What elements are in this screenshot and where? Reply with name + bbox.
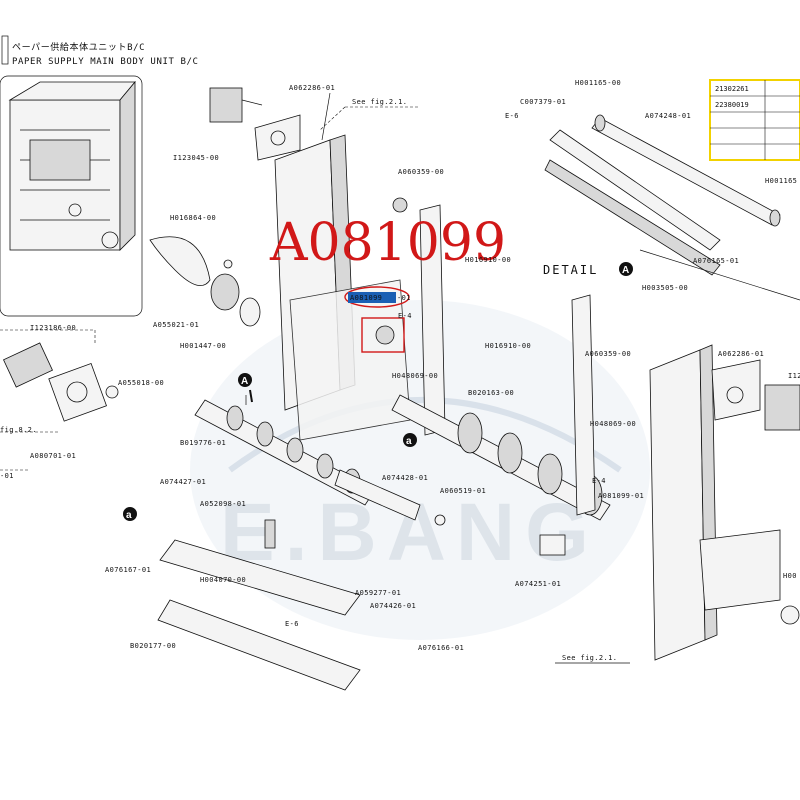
- header-bracket: [1, 35, 9, 65]
- detail-marker-circle: [619, 262, 633, 276]
- label-a074248: A074248-01: [645, 112, 691, 120]
- marker-A-letter: A: [241, 376, 248, 387]
- label-i123045: I123045-00: [173, 154, 219, 162]
- label-h048069-top: H048069-00: [392, 372, 438, 380]
- label-a074427: A074427-01: [160, 478, 206, 486]
- top-motor: [209, 87, 301, 161]
- marker-a-left-letter: a: [126, 510, 132, 521]
- header-english-title: PAPER SUPPLY MAIN BODY UNIT B/C: [12, 57, 199, 67]
- label-a081099-suffix: -01: [397, 294, 411, 302]
- label-h016910-top: H016910-00: [465, 256, 511, 264]
- detail-label: DETAIL: [543, 263, 598, 277]
- overview-inset-frame: [0, 75, 143, 317]
- detail-a-frame: [571, 294, 800, 661]
- label-a055018: A055018-00: [118, 379, 164, 387]
- label-b019776: B019776-01: [180, 439, 226, 447]
- label-a062286-right: A062286-01: [718, 350, 764, 358]
- label-e4-top: E-4: [398, 312, 412, 320]
- label-a074251: A074251-01: [515, 580, 561, 588]
- slide-rail-right: [571, 294, 596, 516]
- label-h048069-right: H048069-00: [590, 420, 636, 428]
- code-table: 21302261 22380019: [709, 79, 800, 161]
- feed-shaft-b020163: [391, 394, 611, 521]
- detail-marker-letter: A: [622, 265, 629, 276]
- header-japanese-title: ペーパー供給本体ユニットB/C: [12, 41, 145, 53]
- motor-left: [3, 342, 53, 388]
- center-frame: [274, 134, 446, 441]
- label-a060359-top: A060359-00: [398, 168, 444, 176]
- timing-belt: [149, 236, 211, 287]
- label-h016910-right: H016910-00: [485, 342, 531, 350]
- marker-a-left-circle: [123, 507, 137, 521]
- label-h003505: H003505-00: [642, 284, 688, 292]
- label-i123186: I123186-00: [30, 324, 76, 332]
- label-c007379: C007379-01: [520, 98, 566, 106]
- lower-plates: [157, 469, 566, 691]
- big-part-number: A081099: [269, 213, 506, 273]
- highlight-circle: [344, 286, 410, 308]
- belt-gear: [149, 236, 261, 327]
- code-table-row-1: 21302261: [715, 85, 749, 93]
- code-table-frame: [709, 79, 800, 161]
- label-a074426: A074426-01: [370, 602, 416, 610]
- label-h001165-top: H001165-00: [575, 79, 621, 87]
- selection-highlight: [348, 292, 396, 303]
- label-fig82: fig.8.2.: [0, 426, 37, 434]
- label-a060519: A060519-01: [440, 487, 486, 495]
- header: ペーパー供給本体ユニットB/C PAPER SUPPLY MAIN BODY U…: [1, 35, 199, 67]
- detail-markers: DETAIL A A a a: [123, 262, 633, 521]
- label-h00-right: H00: [783, 572, 797, 580]
- pulley-gear: [210, 273, 240, 311]
- marker-A-circle: [238, 373, 252, 387]
- label-i12-right: I12: [788, 372, 800, 380]
- label-e4-right: E-4: [592, 477, 606, 485]
- label-b020177: B020177-00: [130, 642, 176, 650]
- label-a055021: A055021-01: [153, 321, 199, 329]
- label-a076167: A076167-01: [105, 566, 151, 574]
- side-frame-right: [649, 349, 706, 661]
- label-h016864: H016864-00: [170, 214, 216, 222]
- highlight-annotations: A081099: [269, 213, 506, 353]
- label-a062286-top: A062286-01: [289, 84, 335, 92]
- label-a081099-selected: A081099: [350, 294, 382, 302]
- stepper-motor-top: [209, 87, 243, 123]
- highlight-box: [361, 317, 405, 353]
- plate-b020177: [157, 599, 361, 691]
- label-h001165-right: H001165: [765, 177, 797, 185]
- detail-a-roller: [544, 114, 800, 301]
- left-motor-assembly: [0, 329, 119, 471]
- label-a060359-right: A060359-00: [585, 350, 631, 358]
- label-a059277: A059277-01: [355, 589, 401, 597]
- marker-a-center-circle: [403, 433, 417, 447]
- label-a076166: A076166-01: [418, 644, 464, 652]
- part-labels: A062286-01 See fig.2.1. I123045-00 A0603…: [0, 79, 800, 664]
- label-h001447: H001447-00: [180, 342, 226, 350]
- code-table-row-2: 22380019: [715, 101, 749, 109]
- stepper-motor-right: [764, 384, 800, 431]
- label-see-fig-bottom: See fig.2.1.: [562, 654, 617, 662]
- label-a076165: A076165-01: [693, 257, 739, 265]
- bar-c007379: [549, 129, 721, 251]
- overview-inset: [0, 75, 143, 317]
- label-see-fig-top: See fig.2.1.: [352, 98, 407, 106]
- label-b020163: B020163-00: [468, 389, 514, 397]
- plate-a076167: [159, 539, 361, 616]
- label-a074428: A074428-01: [382, 474, 428, 482]
- marker-a-center-letter: a: [406, 436, 412, 447]
- label-left-01: -01: [0, 472, 14, 480]
- inner-frame: [289, 279, 411, 441]
- label-e6-right: E-6: [505, 112, 519, 120]
- label-a080701: A080701-01: [30, 452, 76, 460]
- label-e6-bottom: E-6: [285, 620, 299, 628]
- label-a052098: A052098-01: [200, 500, 246, 508]
- label-a081099-right: A081099-01: [598, 492, 644, 500]
- label-h004070: H004070-00: [200, 576, 246, 584]
